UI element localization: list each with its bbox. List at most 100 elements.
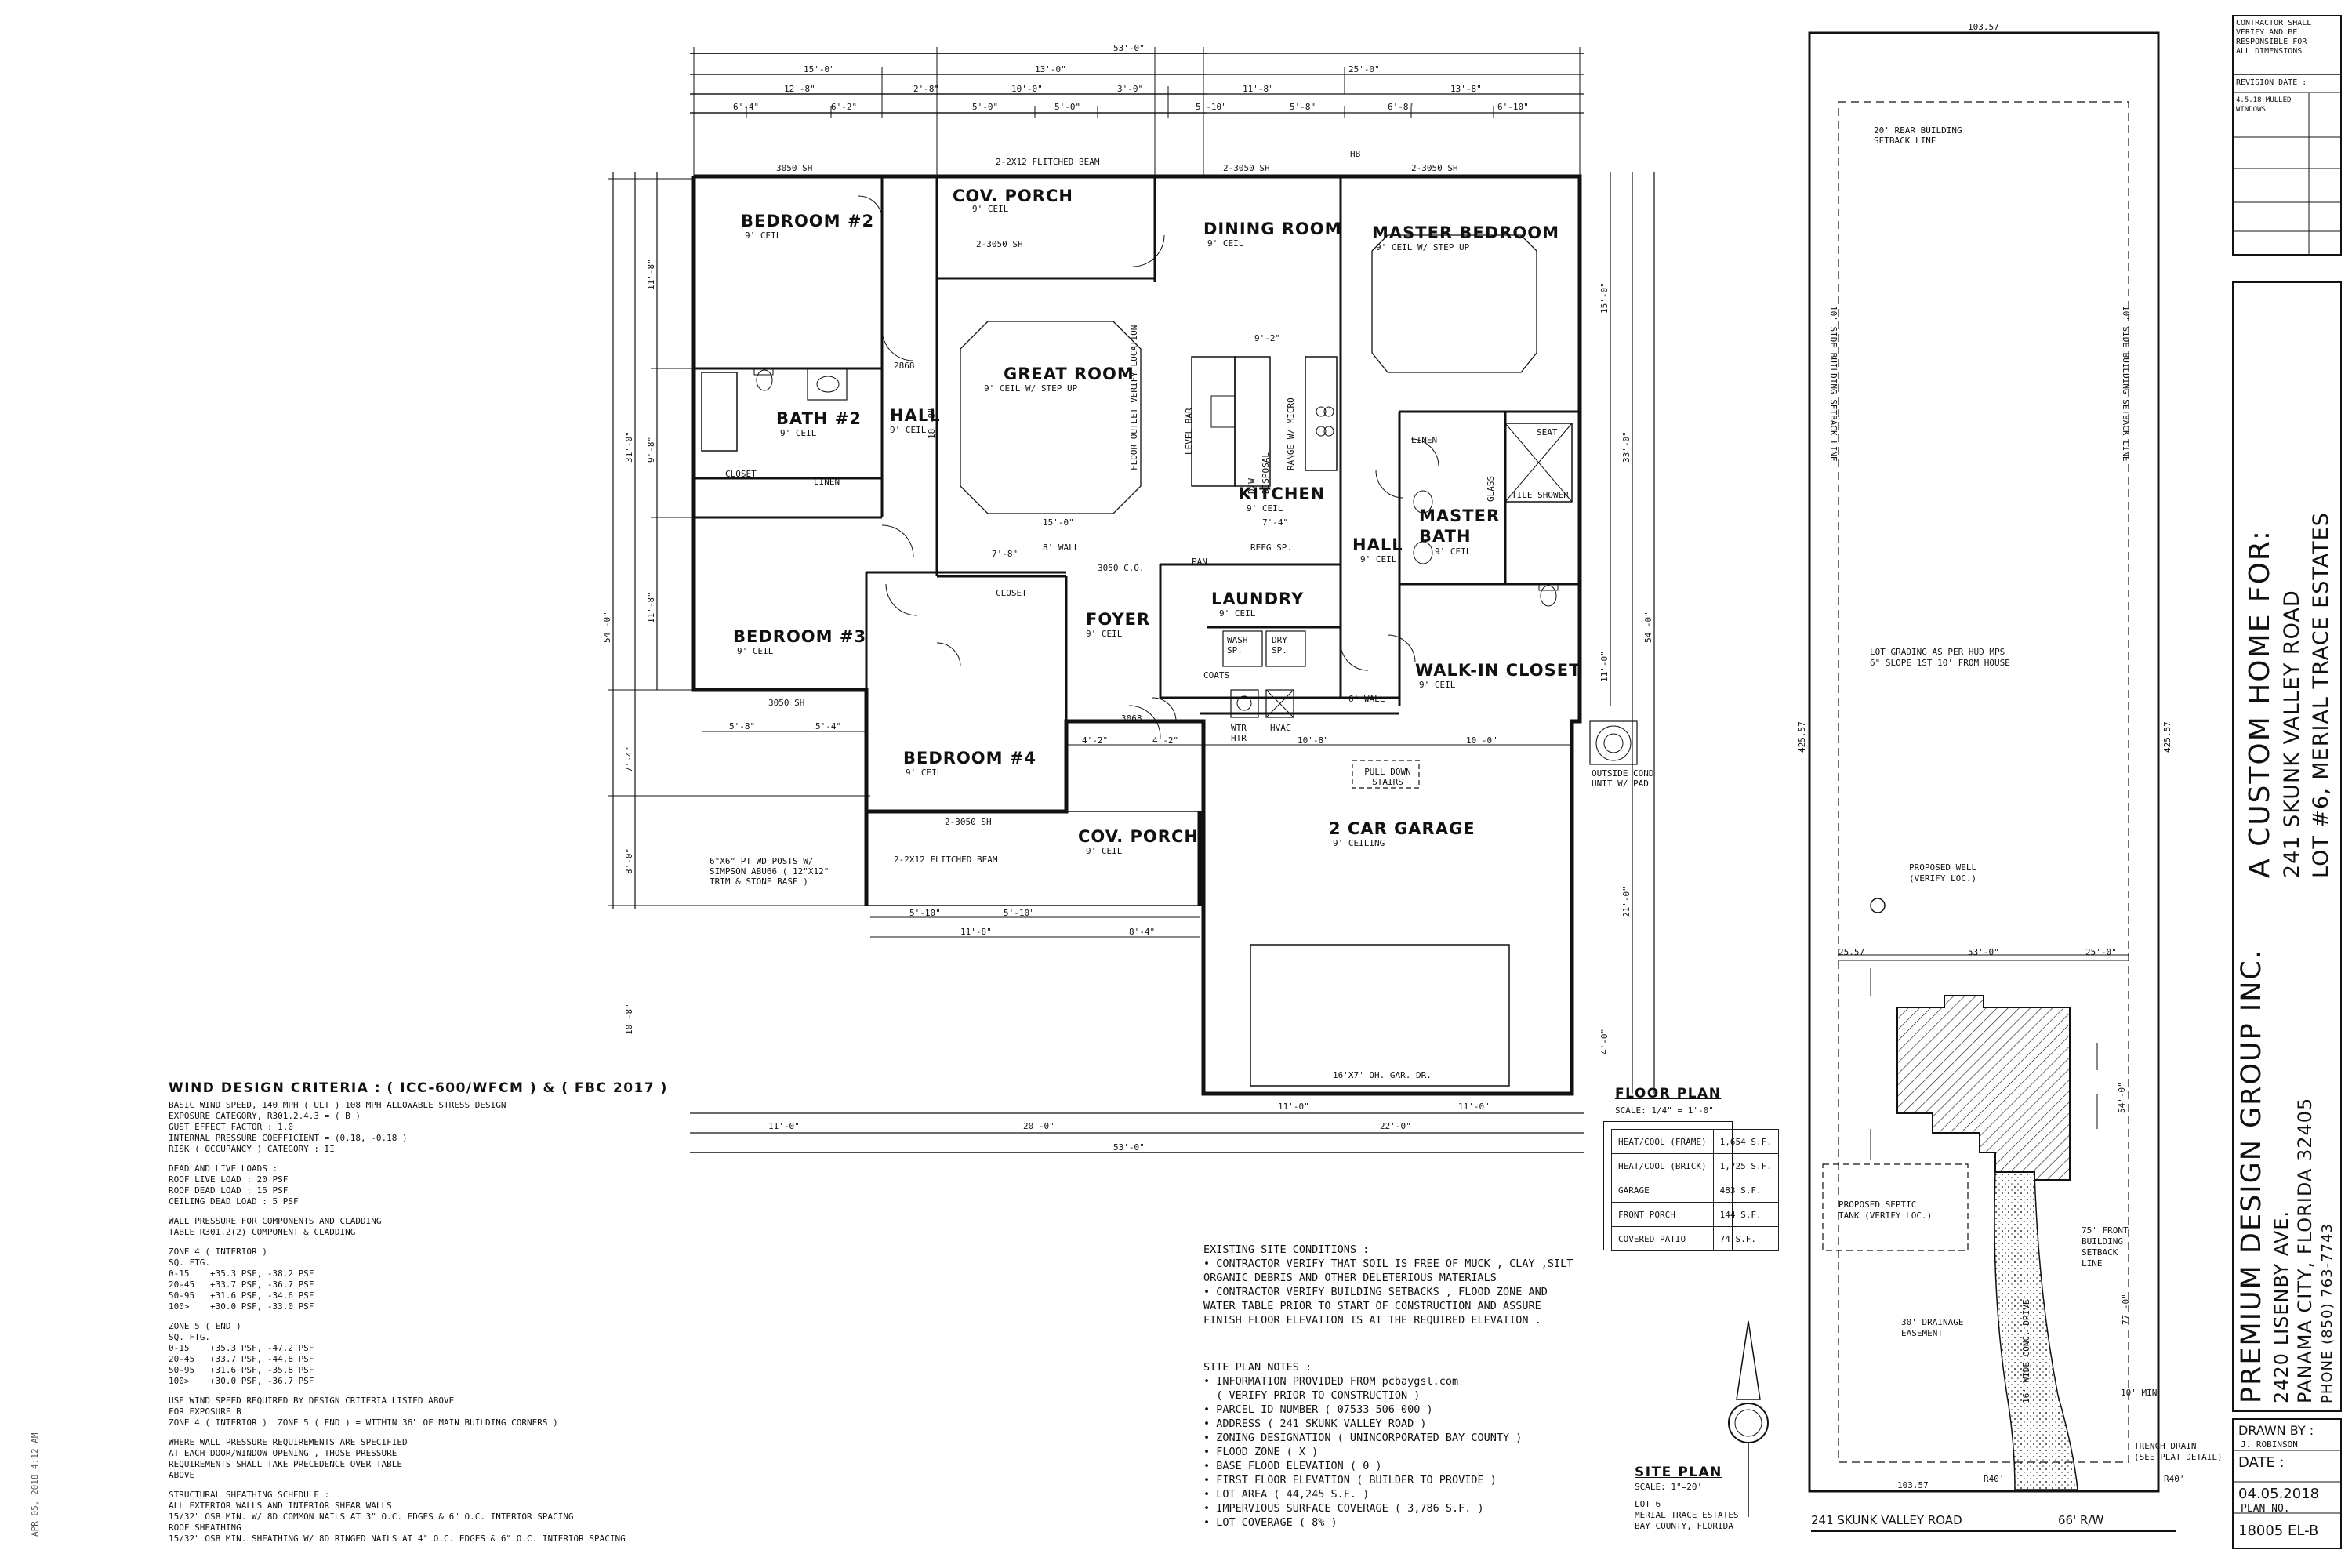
dim-top-n: 6'-10" [1497,102,1529,112]
front-setback-1: 75' FRONT [2082,1225,2129,1236]
site-note-line: ( VERIFY PRIOR TO CONSTRUCTION ) [1203,1389,1421,1402]
area-label: HEAT/COOL (FRAME) [1611,1129,1714,1154]
well-label-1: PROPOSED WELL [1909,862,1977,873]
address-line-1: 241 SKUNK VALLEY ROAD [2280,590,2304,878]
dim-porch-b: 5'-10" [1004,908,1035,918]
d53-label: 53'-0" [1968,947,1999,957]
date-label: DATE : [2238,1454,2285,1471]
drive-label: 16' WIDE CONC. DRIVE [2021,1299,2031,1403]
site-plan-notes: • INFORMATION PROVIDED FROM pcbaygsl.com… [1203,1374,1522,1530]
side-setback-right: 10' SIDE BUILDING SETBACK LINE [2121,306,2131,462]
dim-top-j: 5'-0" [1054,102,1081,112]
dry-label: DRY SP. [1272,635,1287,655]
dim-top-a: 12'-8" [784,84,815,94]
dim-bottom-e: 11'-0" [1458,1102,1490,1112]
room-great-room-label: GREAT ROOM [1004,365,1134,383]
room-cov-porch-rear-ceil: 9' CEIL [972,204,1009,214]
watermark-stamp: APR 05, 2018 4:12 AM [30,1432,40,1537]
linen-master-label: LINEN [1411,435,1438,445]
trench-1: TRENCH DRAIN [2134,1441,2197,1451]
d54-label: 54'-0" [2117,1082,2127,1113]
room-dining-ceil: 9' CEIL [1207,238,1244,249]
dim-top-overall: 53'-0" [1113,43,1145,53]
area-value: 144 S.F. [1712,1202,1779,1227]
refg-label: REFG SP. [1250,543,1292,553]
wind-note-line: ROOF DEAD LOAD : 15 PSF [169,1185,289,1196]
door-3050co-label: 3050 C.O. [1098,563,1145,573]
wind-note-line: ALL EXTERIOR WALLS AND INTERIOR SHEAR WA… [169,1501,392,1511]
dim-top-l: 5'-8" [1290,102,1316,112]
dim-porch-a: 5'-10" [909,908,941,918]
d25-label: 25.57 [1838,947,1865,957]
outside-cond-label: OUTSIDE COND UNIT W/ PAD [1592,768,1654,789]
site-plan-lot-1: LOT 6 [1635,1499,1661,1509]
room-master-bedroom-label: MASTER BEDROOM [1372,223,1559,242]
window-2-3050-master: 2-3050 SH [1411,163,1458,173]
pan-label: PAN [1192,557,1207,567]
dim-top-e: 11'-8" [1243,84,1274,94]
area-table-row: HEAT/COOL (BRICK)1,725 S.F. [1611,1153,1779,1178]
front-setback-2: BUILDING [2082,1236,2123,1247]
road-label: 241 SKUNK VALLEY ROAD [1811,1513,1962,1527]
wind-note-line: WALL PRESSURE FOR COMPONENTS AND CLADDIN… [169,1216,382,1226]
road-underline [1811,1530,2176,1532]
dim-left-g: 10'-8" [624,1004,634,1035]
company-name: PREMIUM DESIGN GROUP INC. [2236,949,2267,1403]
room-master-bath-ceil: 9' CEIL [1435,546,1472,557]
area-value: 74 S.F. [1712,1226,1779,1251]
area-table: HEAT/COOL (FRAME)1,654 S.F.HEAT/COOL (BR… [1611,1129,1779,1251]
room-bath-2-ceil: 9' CEIL [780,428,817,438]
level-bar-label: LEVEL BAR [1184,408,1194,455]
dim-left-e: 7'-4" [624,746,634,772]
area-label: HEAT/COOL (BRICK) [1611,1153,1714,1178]
grading-note-1: LOT GRADING AS PER HUD MPS [1870,647,2005,657]
wind-note-line [169,1312,626,1321]
dim-top-g: 6'-4" [733,102,760,112]
room-cov-porch-rear-label: COV. PORCH [953,187,1073,205]
wind-note-line: 50-95 +31.6 PSF, -35.8 PSF [169,1365,314,1375]
site-conditions-title: EXISTING SITE CONDITIONS : [1203,1243,1370,1256]
room-garage-ceil: 9' CEILING [1333,838,1385,848]
wind-note-line: FOR EXPOSURE B [169,1406,241,1417]
room-garage-label: 2 CAR GARAGE [1329,819,1475,838]
flitched-beam-front: 2-2X12 FLITCHED BEAM [894,855,998,865]
flitched-beam-top: 2-2X12 FLITCHED BEAM [996,157,1100,167]
floor-plan-title: FLOOR PLAN [1615,1086,1722,1102]
wind-note-line [169,1238,626,1247]
wind-note-line: ZONE 4 ( INTERIOR ) [169,1247,267,1257]
site-plan-lot-2: MERIAL TRACE ESTATES [1635,1510,1739,1520]
dim-k-a: 9'-2" [1254,333,1281,343]
room-great-room-ceil: 9' CEIL W/ STEP UP [984,383,1078,394]
hvac-label: HVAC [1270,723,1291,733]
wind-note-line: BASIC WIND SPEED, 140 MPH ( ULT ) 108 MP… [169,1100,506,1110]
site-notes-title: SITE PLAN NOTES : [1203,1361,1312,1374]
revision-label: REVISION DATE : [2236,78,2307,87]
wind-note-line: SQ. FTG. [169,1258,210,1268]
room-kitchen-ceil: 9' CEIL [1247,503,1283,514]
septic-label-2: TANK (VERIFY LOC.) [1838,1210,1933,1221]
date-value: 04.05.2018 [2238,1486,2320,1502]
window-2-3050-porch: 2-3050 SH [976,239,1023,249]
side-setback-left: 10' SIDE BUILDING SETBACK LINE [1828,306,1838,462]
drawn-by-value: J. ROBINSON [2241,1439,2298,1450]
company-phone: PHONE (850) 763-7743 [2319,1223,2336,1403]
wind-note-line: RISK ( OCCUPANCY ) CATEGORY : II [169,1144,335,1154]
room-bedroom-4-ceil: 9' CEIL [906,768,942,778]
dim-bottom-a: 11'-0" [768,1121,800,1131]
dim-porch-c: 11'-8" [960,927,992,937]
site-note-line: • FLOOD ZONE ( X ) [1203,1446,1319,1458]
room-walk-in-closet-ceil: 9' CEIL [1419,680,1456,690]
area-value: 1,725 S.F. [1712,1153,1779,1178]
drainage-1: 30' DRAINAGE [1901,1317,1964,1327]
dim-top-1: 15'-0" [804,64,835,74]
plan-no-label: PLAN NO. [2241,1503,2290,1515]
closet-foyer-label: CLOSET [996,588,1027,598]
area-label: GARAGE [1611,1178,1714,1203]
room-hall-left-label: HALL [890,406,941,425]
site-note-line: • IMPERVIOUS SURFACE COVERAGE ( 3,786 S.… [1203,1502,1484,1515]
site-note-line: • INFORMATION PROVIDED FROM pcbaygsl.com [1203,1375,1459,1388]
room-cov-porch-front-label: COV. PORCH [1078,827,1199,846]
disposal-label: DISPOSAL [1261,452,1271,494]
room-laundry-ceil: 9' CEIL [1219,608,1256,619]
company-city: PANAMA CITY, FLORIDA 32405 [2294,1097,2316,1403]
